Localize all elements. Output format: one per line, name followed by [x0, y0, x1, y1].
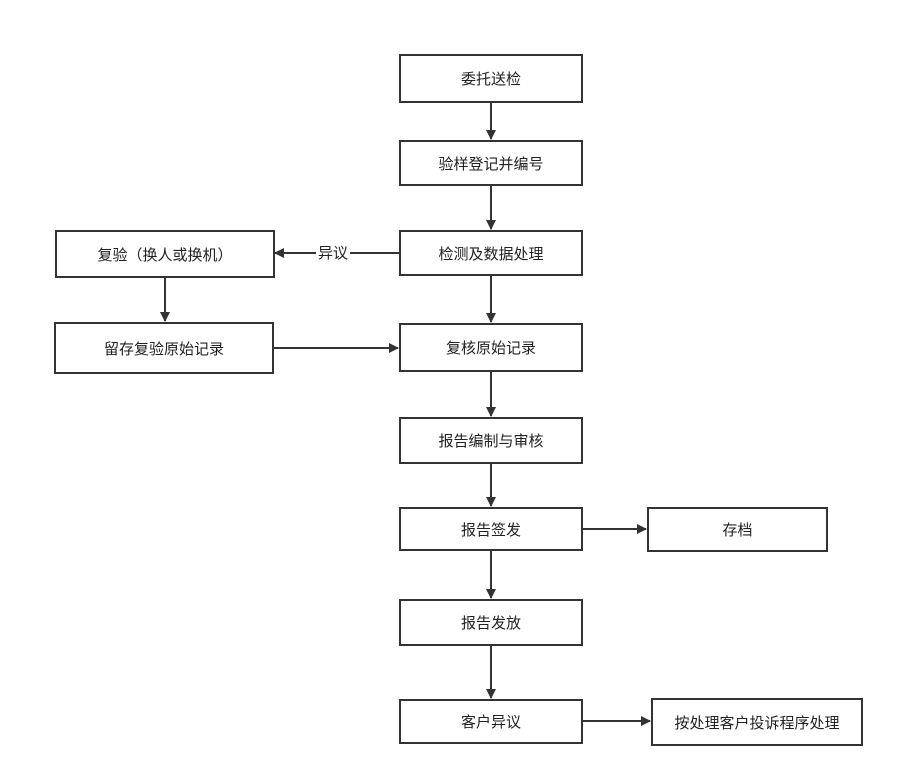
node-keep-recheck-records: 留存复验原始记录	[54, 322, 274, 374]
node-recheck: 复验（换人或换机）	[55, 230, 275, 278]
node-report-compilation-review: 报告编制与审核	[399, 417, 583, 464]
node-commission-inspection: 委托送检	[399, 54, 583, 103]
edge-label-dispute: 异议	[316, 244, 351, 262]
node-review-original-records: 复核原始记录	[399, 323, 583, 372]
node-customer-dispute: 客户异议	[399, 699, 583, 744]
node-report-issuance: 报告发放	[399, 599, 583, 646]
node-complaint-procedure: 按处理客户投诉程序处理	[651, 698, 863, 746]
node-archive: 存档	[647, 507, 828, 552]
node-testing-data-processing: 检测及数据处理	[399, 230, 583, 276]
node-report-signing: 报告签发	[399, 507, 583, 551]
node-sample-registration: 验样登记并编号	[399, 140, 583, 186]
